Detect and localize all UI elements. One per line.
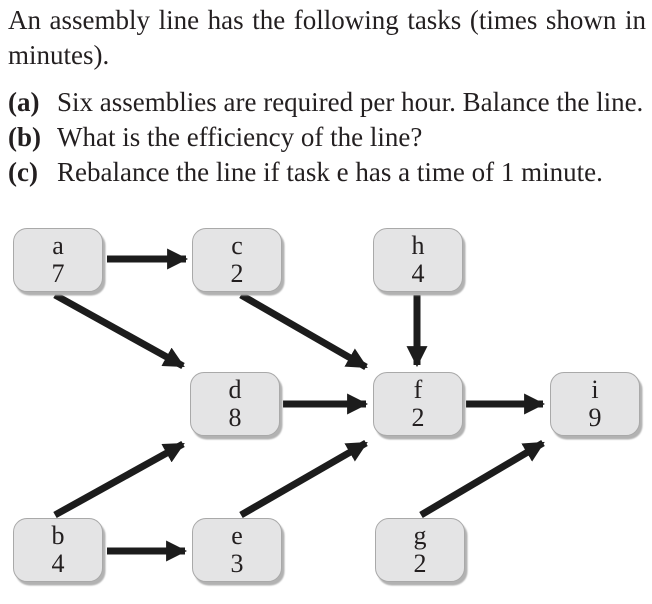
task-time-e: 3: [230, 549, 244, 578]
task-time-i: 9: [588, 403, 602, 432]
task-time-h: 4: [411, 259, 425, 288]
question-list: (a) Six assemblies are required per hour…: [8, 85, 646, 190]
intro-line-1: An assembly line has the following tasks…: [8, 5, 646, 35]
question-item-a: (a) Six assemblies are required per hour…: [8, 85, 646, 120]
arrow-e-to-f: [239, 439, 368, 519]
task-id-i: i: [591, 375, 599, 404]
task-time-f: 2: [411, 403, 425, 432]
task-id-f: f: [413, 375, 423, 404]
edge-group: [53, 248, 546, 562]
question-label-a: (a): [8, 87, 40, 117]
problem-intro: An assembly line has the following tasks…: [8, 3, 646, 73]
problem-text: An assembly line has the following tasks…: [8, 3, 646, 190]
task-id-a: a: [52, 231, 64, 260]
question-item-c: (c) Rebalance the line if task e has a t…: [8, 155, 646, 190]
task-time-c: 2: [230, 259, 244, 288]
task-id-g: g: [413, 521, 427, 550]
task-time-g: 2: [413, 549, 427, 578]
task-time-b: 4: [51, 549, 65, 578]
question-item-b: (b) What is the efficiency of the line?: [8, 120, 646, 155]
question-text-b: What is the efficiency of the line?: [57, 122, 423, 152]
task-id-c: c: [231, 231, 243, 260]
task-id-d: d: [228, 375, 242, 404]
question-text-c: Rebalance the line if task e has a time …: [57, 157, 603, 187]
intro-line-2: minutes).: [8, 40, 110, 70]
task-time-d: 8: [228, 403, 242, 432]
question-label-c: (c): [8, 157, 38, 187]
question-label-b: (b): [8, 122, 41, 152]
arrow-a-to-d: [53, 291, 185, 370]
question-text-a: Six assemblies are required per hour. Ba…: [57, 87, 644, 117]
arrow-b-to-d: [53, 440, 185, 519]
arrow-g-to-i: [419, 439, 545, 519]
task-id-h: h: [411, 231, 425, 260]
task-id-b: b: [51, 521, 65, 550]
task-time-a: 7: [51, 259, 65, 288]
arrow-c-to-f: [239, 291, 368, 371]
task-id-e: e: [231, 521, 243, 550]
